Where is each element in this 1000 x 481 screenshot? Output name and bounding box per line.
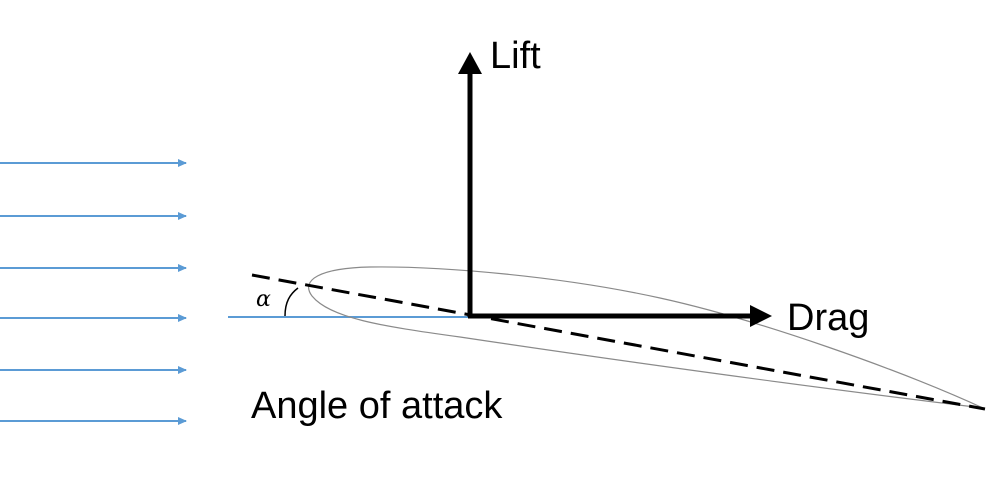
chord-line <box>251 273 986 411</box>
angle-arc <box>284 287 299 317</box>
alpha-symbol: α <box>256 287 271 312</box>
drag-vector <box>468 305 772 327</box>
lift-vector <box>458 52 482 317</box>
drag-label: Drag <box>787 297 869 339</box>
angle-of-attack-caption: Angle of attack <box>251 385 503 427</box>
airflow-arrows <box>0 159 187 425</box>
lift-label: Lift <box>490 35 541 77</box>
